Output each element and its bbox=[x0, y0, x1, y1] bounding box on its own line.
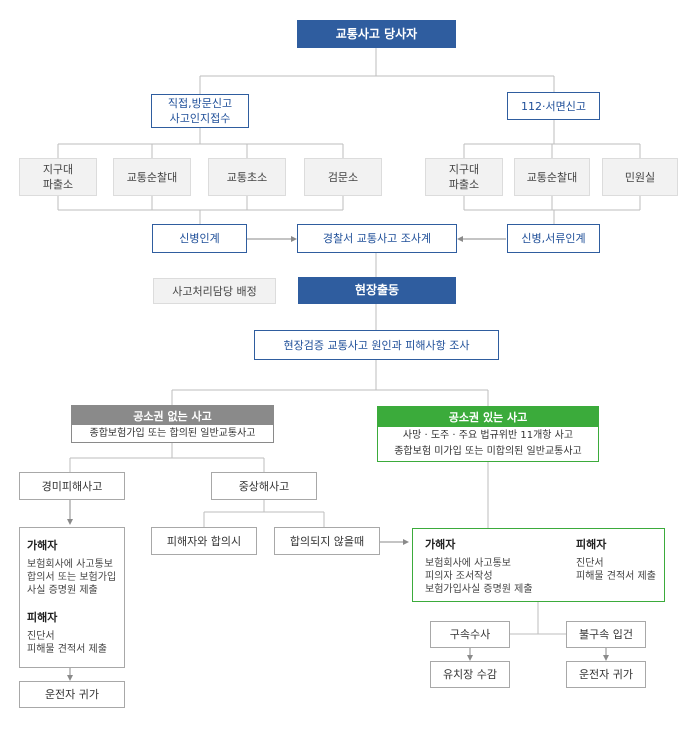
police-investigation-box: 경찰서 교통사고 조사계 bbox=[297, 224, 457, 253]
jail-box: 유치장 수감 bbox=[430, 661, 510, 688]
left-detail-box: 가해자 보험회사에 사고통보 합의서 또는 보험가입 사실 증명원 제출 피해자… bbox=[19, 527, 125, 668]
phone-report-label: 112·서면신고 bbox=[521, 99, 586, 113]
jail-label: 유치장 수감 bbox=[442, 668, 498, 681]
right-offender-line: 보험회사에 사고통보 bbox=[425, 558, 511, 569]
serious-injury-box: 중상해사고 bbox=[211, 472, 317, 500]
left-offender-line: 사실 증명원 제출 bbox=[27, 585, 98, 596]
office-line: 교통초소 bbox=[226, 170, 268, 184]
office-line: 교통순찰대 bbox=[126, 170, 178, 184]
office-line: 지구대 bbox=[42, 163, 74, 176]
driver-home-right-label: 운전자 귀가 bbox=[578, 668, 634, 681]
left-offender-line: 보험회사에 사고통보 bbox=[27, 559, 113, 570]
office-box-right: 지구대 파출소 bbox=[425, 158, 503, 196]
office-line: 민원실 bbox=[624, 170, 656, 184]
office-box-right: 민원실 bbox=[602, 158, 678, 196]
office-box-left: 교통초소 bbox=[208, 158, 286, 196]
right-victim-line: 피해물 견적서 제출 bbox=[576, 571, 656, 582]
office-line: 지구대 bbox=[448, 163, 480, 176]
agreement-box: 피해자와 합의시 bbox=[151, 527, 257, 555]
no-indict-header: 공소권 없는 사고 bbox=[72, 406, 273, 425]
visit-report-line: 사고인지접수 bbox=[169, 112, 231, 125]
indict-title: 공소권 있는 사고 bbox=[448, 411, 528, 424]
arrest-label: 구속수사 bbox=[449, 628, 491, 641]
agreement-label: 피해자와 합의시 bbox=[166, 534, 242, 548]
serious-injury-label: 중상해사고 bbox=[238, 479, 290, 493]
indict-box: 공소권 있는 사고 사망 · 도주 · 주요 법규위반 11개항 사고 종합보험… bbox=[377, 406, 599, 462]
handover-right-box: 신병,서류인계 bbox=[507, 224, 600, 253]
party-label: 교통사고 당사자 bbox=[335, 26, 418, 41]
no-indict-body: 종합보험가입 또는 합의된 일반교통사고 bbox=[72, 425, 273, 442]
no-arrest-box: 불구속 입건 bbox=[566, 621, 646, 648]
right-offender-line: 보험가입사실 증명원 제출 bbox=[425, 584, 533, 595]
indict-desc-line: 종합보험 미가입 또는 미합의된 일반교통사고 bbox=[394, 446, 582, 457]
indict-desc-line: 사망 · 도주 · 주요 법규위반 11개항 사고 bbox=[402, 430, 574, 441]
office-box-left: 교통순찰대 bbox=[113, 158, 191, 196]
office-line: 교통순찰대 bbox=[526, 170, 578, 184]
indict-body: 사망 · 도주 · 주요 법규위반 11개항 사고 종합보험 미가입 또는 미합… bbox=[378, 427, 598, 461]
left-victim-title: 피해자 bbox=[27, 611, 58, 624]
party-box: 교통사고 당사자 bbox=[297, 20, 456, 48]
no-indict-title: 공소권 없는 사고 bbox=[133, 409, 212, 423]
office-line: 검문소 bbox=[327, 170, 359, 184]
left-offender-line: 합의서 또는 보험가입 bbox=[27, 572, 117, 583]
right-detail-box: 가해자 보험회사에 사고통보 피의자 조서작성 보험가입사실 증명원 제출 피해… bbox=[412, 528, 665, 602]
no-indict-desc: 종합보험가입 또는 합의된 일반교통사고 bbox=[89, 427, 256, 439]
dispatch-box: 현장출동 bbox=[298, 277, 456, 304]
driver-home-left-label: 운전자 귀가 bbox=[44, 688, 100, 701]
office-box-right: 교통순찰대 bbox=[514, 158, 590, 196]
handover-left-box: 신병인계 bbox=[152, 224, 247, 253]
driver-home-right-box: 운전자 귀가 bbox=[566, 661, 646, 688]
site-investigation-label: 현장검증 교통사고 원인과 피해사항 조사 bbox=[283, 338, 470, 352]
office-box-left: 지구대 파출소 bbox=[19, 158, 97, 196]
office-box-left: 검문소 bbox=[304, 158, 382, 196]
minor-accident-label: 경미피해사고 bbox=[41, 479, 103, 493]
right-victim-title: 피해자 bbox=[576, 538, 607, 551]
dispatch-label: 현장출동 bbox=[354, 283, 400, 297]
assign-officer-box: 사고처리담당 배정 bbox=[153, 278, 276, 304]
left-offender-title: 가해자 bbox=[27, 539, 58, 552]
right-victim-line: 진단서 bbox=[576, 558, 604, 569]
driver-home-left-box: 운전자 귀가 bbox=[19, 681, 125, 708]
office-line: 파출소 bbox=[448, 178, 480, 191]
no-arrest-label: 불구속 입건 bbox=[578, 628, 634, 641]
no-agreement-box: 합의되지 않을때 bbox=[274, 527, 380, 555]
minor-accident-box: 경미피해사고 bbox=[19, 472, 125, 500]
right-offender-title: 가해자 bbox=[425, 538, 456, 551]
site-investigation-box: 현장검증 교통사고 원인과 피해사항 조사 bbox=[254, 330, 499, 360]
assign-officer-label: 사고처리담당 배정 bbox=[172, 284, 257, 298]
left-victim-line: 피해물 견적서 제출 bbox=[27, 644, 107, 655]
office-line: 파출소 bbox=[42, 178, 74, 191]
handover-left-label: 신병인계 bbox=[179, 232, 220, 245]
visit-report-line: 직접,방문신고 bbox=[167, 97, 233, 110]
arrest-box: 구속수사 bbox=[430, 621, 510, 648]
no-indict-box: 공소권 없는 사고 종합보험가입 또는 합의된 일반교통사고 bbox=[71, 405, 274, 443]
visit-report-box: 직접,방문신고 사고인지접수 bbox=[151, 94, 249, 128]
police-investigation-label: 경찰서 교통사고 조사계 bbox=[322, 232, 432, 245]
no-agreement-label: 합의되지 않을때 bbox=[289, 534, 365, 548]
phone-report-box: 112·서면신고 bbox=[507, 92, 600, 120]
handover-right-label: 신병,서류인계 bbox=[521, 232, 586, 245]
right-offender-line: 피의자 조서작성 bbox=[425, 571, 493, 582]
indict-header: 공소권 있는 사고 bbox=[378, 407, 598, 427]
left-victim-line: 진단서 bbox=[27, 631, 55, 642]
